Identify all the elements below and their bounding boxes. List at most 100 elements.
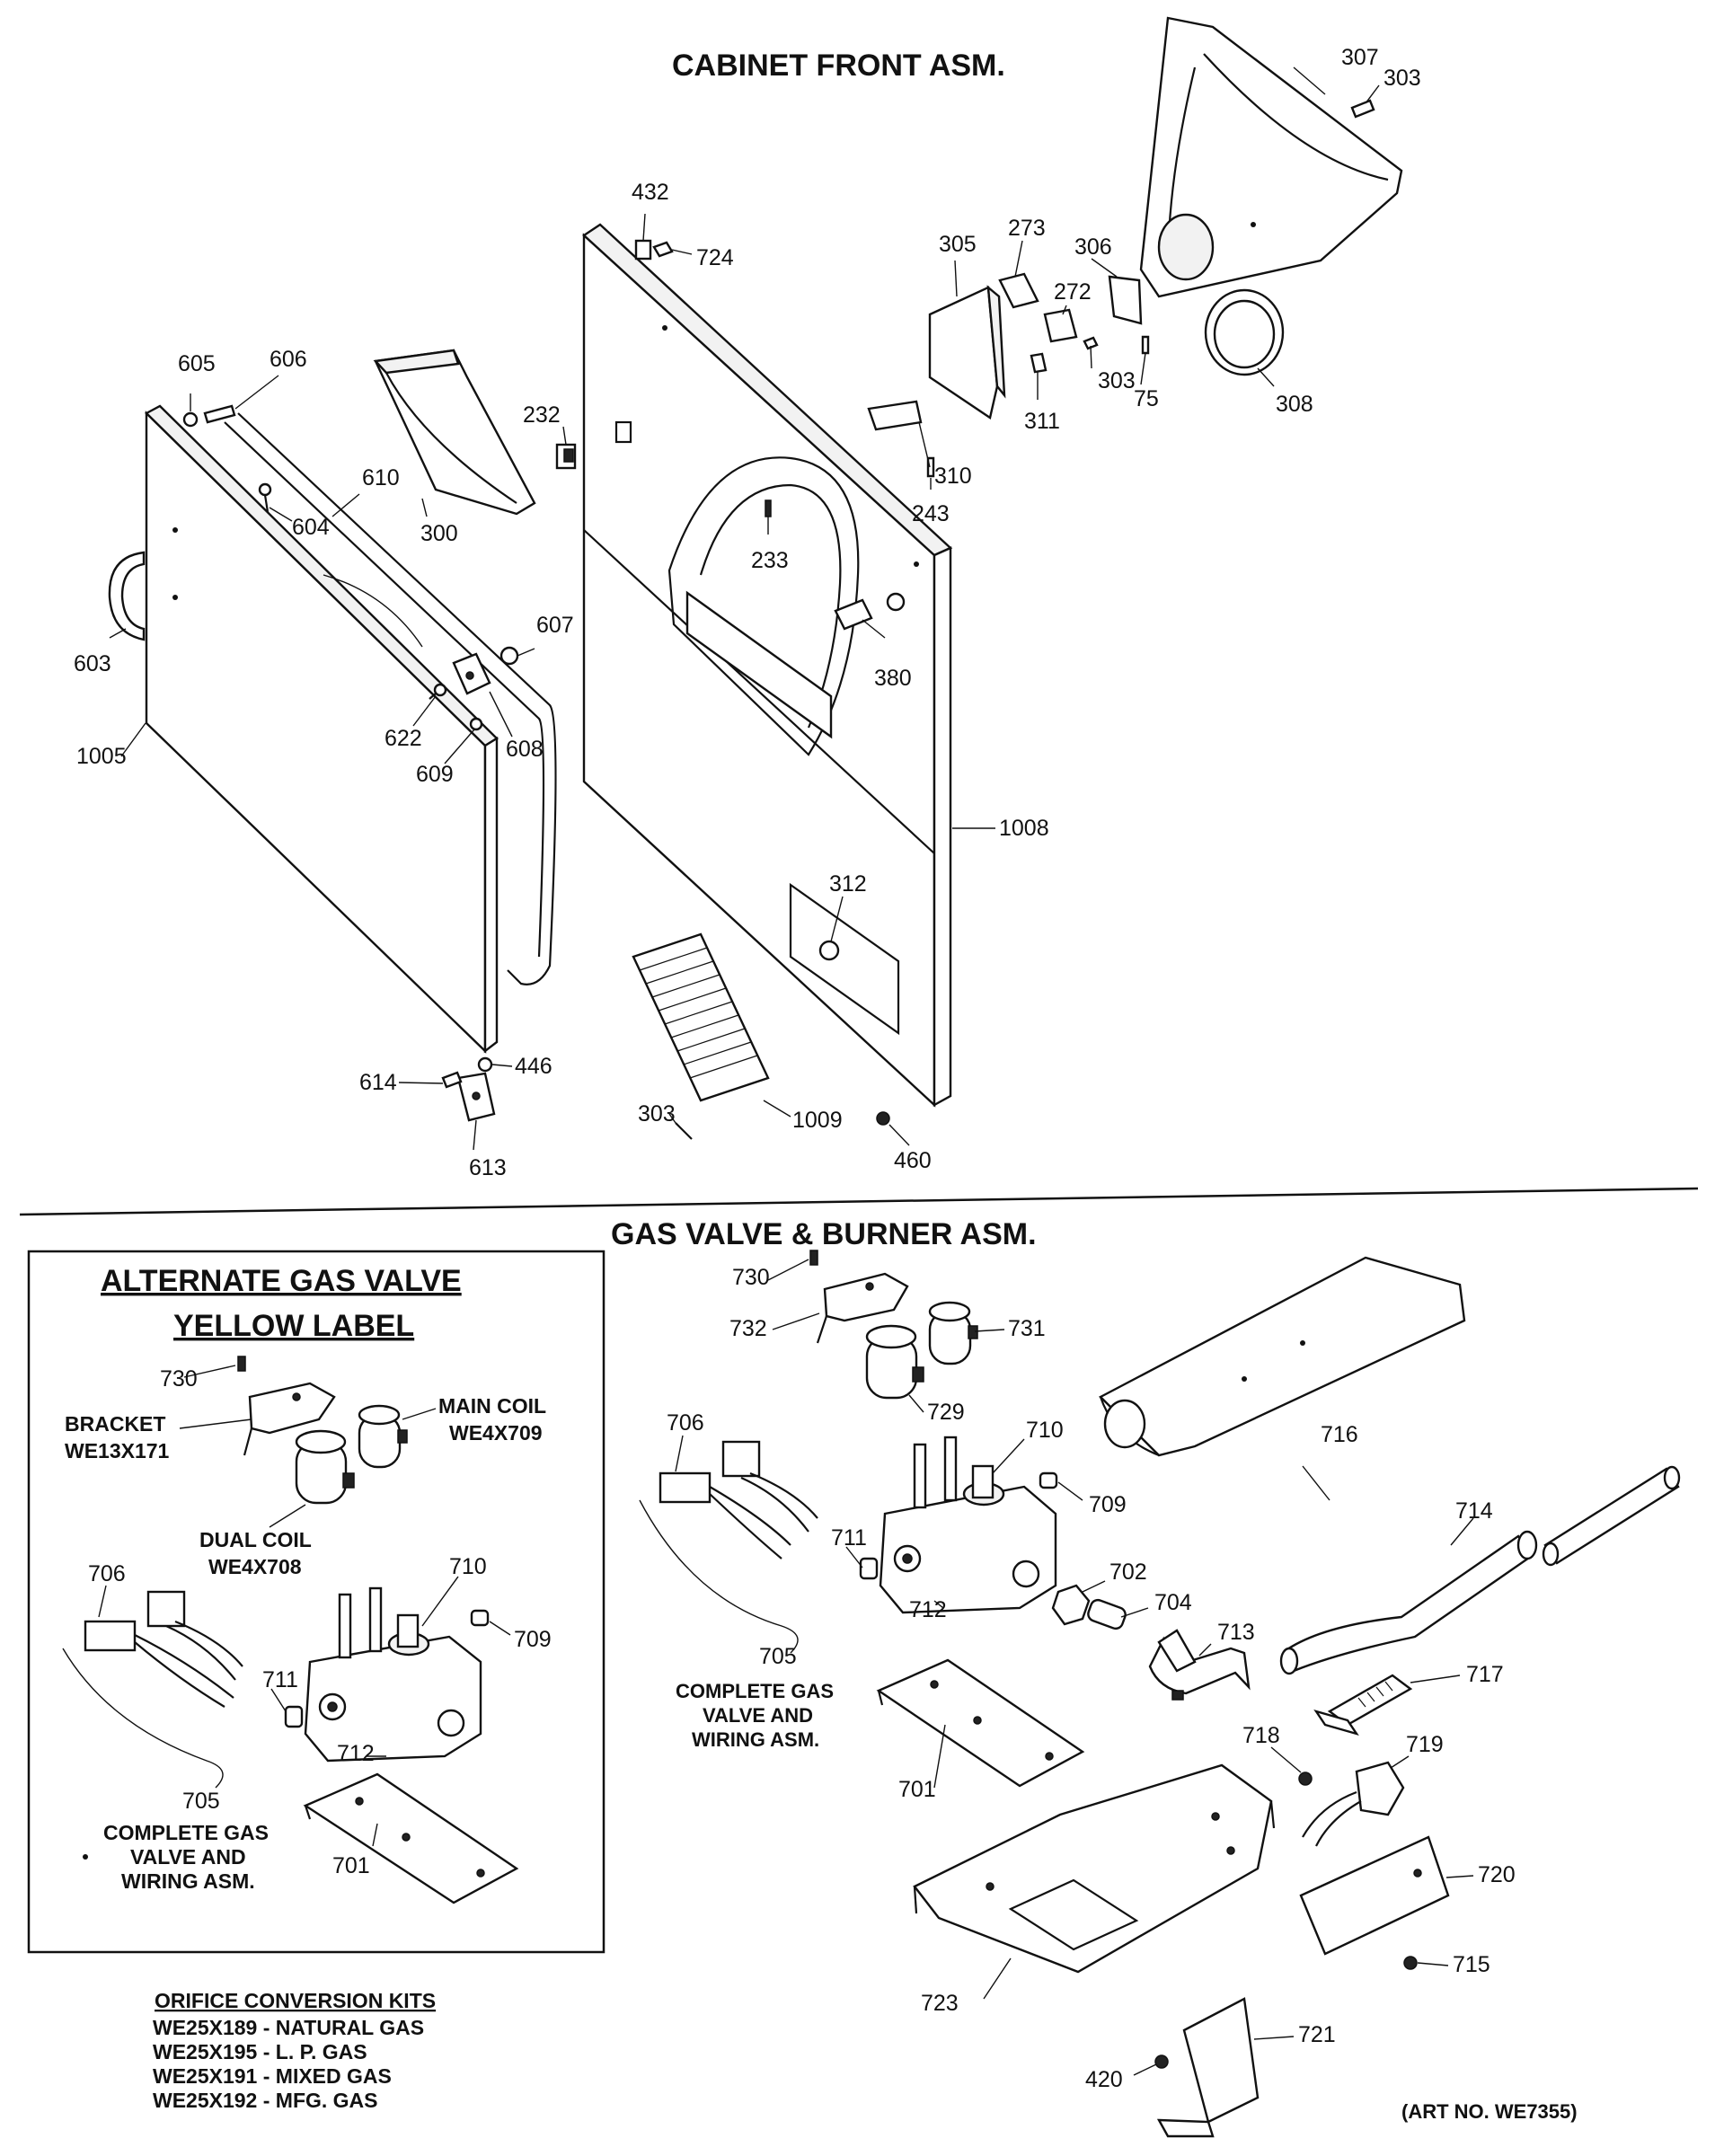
callout-711: 711 (831, 1525, 867, 1551)
screw-622 (429, 683, 447, 700)
callout-303-top: 303 (1383, 66, 1421, 91)
alt-screw-730 (237, 1356, 246, 1372)
callout-306: 306 (1074, 234, 1112, 260)
alt-valve-body (284, 1586, 490, 1763)
callout-614: 614 (359, 1070, 397, 1095)
callout-706: 706 (667, 1410, 704, 1436)
pin-606 (203, 404, 236, 424)
alt-bracket-label: BRACKET (65, 1412, 165, 1436)
alt-main-coil (358, 1404, 408, 1469)
complete-line1: COMPLETE GAS (676, 1680, 834, 1702)
callout-717: 717 (1466, 1662, 1504, 1687)
screw-303-top (1350, 99, 1375, 119)
alt-callout-705: 705 (182, 1789, 220, 1814)
cabinet-front-title: CABINET FRONT ASM. (672, 49, 1005, 83)
callout-305: 305 (939, 232, 977, 257)
burner-bracket-723 (913, 1763, 1276, 1974)
orifice-kit-4: WE25X192 - MFG. GAS (153, 2089, 378, 2112)
art-number: (ART NO. WE7355) (1401, 2100, 1578, 2123)
burner-tube-upper (1542, 1465, 1681, 1567)
alt-callout-730: 730 (160, 1366, 198, 1392)
seal-ring-308 (1204, 288, 1285, 376)
callout-303-mid: 303 (1098, 368, 1136, 393)
callout-310: 310 (934, 464, 972, 489)
orifice-kit-3: WE25X191 - MIXED GAS (153, 2064, 392, 2088)
callout-604: 604 (292, 515, 330, 540)
valve-body-712 (859, 1436, 1058, 1614)
callout-1008: 1008 (999, 816, 1049, 841)
wiring-harness-706 (639, 1440, 818, 1654)
alt-dual-coil (295, 1429, 355, 1505)
lint-duct-307 (1139, 16, 1403, 298)
callout-719: 719 (1406, 1732, 1444, 1757)
callout-622: 622 (385, 726, 422, 751)
bracket-306 (1108, 275, 1143, 325)
callout-432: 432 (632, 180, 669, 205)
screw-303-mid (1083, 336, 1099, 350)
callout-1005: 1005 (76, 744, 127, 769)
trim-310 (867, 400, 923, 431)
alt-complete-line2: VALVE AND (130, 1845, 246, 1869)
callout-613: 613 (469, 1155, 507, 1180)
callout-308: 308 (1276, 392, 1313, 417)
callout-718: 718 (1242, 1723, 1280, 1748)
alt-complete-line1: COMPLETE GAS (103, 1821, 269, 1844)
screw-460 (876, 1111, 890, 1126)
alt-callout-710: 710 (449, 1554, 487, 1579)
door-panel-1005 (144, 404, 557, 1054)
alt-callout-701: 701 (332, 1853, 370, 1878)
callout-380: 380 (874, 666, 912, 691)
alt-mounting-plate (303, 1772, 519, 1904)
plug-312 (818, 940, 840, 961)
clip-724 (652, 241, 674, 258)
orifice-kit-2: WE25X195 - L. P. GAS (153, 2040, 367, 2063)
screw-75 (1141, 335, 1150, 355)
alt-callout-706: 706 (88, 1561, 126, 1586)
clip-311 (1030, 352, 1048, 374)
callout-243: 243 (912, 501, 950, 526)
alt-box-title-line1: ALTERNATE GAS VALVE (101, 1264, 462, 1298)
screw-420 (1154, 2054, 1169, 2069)
callout-609: 609 (416, 762, 454, 787)
callout-701: 701 (898, 1777, 936, 1802)
callout-300: 300 (420, 521, 458, 546)
callout-272: 272 (1054, 279, 1092, 305)
bracket-273 (998, 272, 1039, 309)
callout-608: 608 (506, 737, 544, 762)
callout-712: 712 (909, 1597, 947, 1622)
door-handle-603 (108, 551, 146, 641)
cabinet-leader-lines (109, 66, 1380, 1151)
orifice-704 (1087, 1598, 1127, 1630)
section-divider (19, 1187, 1699, 1216)
orifice-kit-1: WE25X189 - NATURAL GAS (153, 2016, 424, 2039)
callout-723: 723 (921, 1991, 959, 2016)
alt-wiring-harness (62, 1590, 243, 1789)
callout-605: 605 (178, 351, 216, 376)
grille-1009 (632, 932, 770, 1102)
screw-718 (1298, 1772, 1313, 1786)
hinge-613 (456, 1072, 496, 1122)
coil-729 (865, 1324, 924, 1400)
burner-tube-714 (1279, 1530, 1538, 1675)
screw-614 (441, 1071, 463, 1089)
clip-432 (634, 239, 652, 261)
bracket-721 (1156, 1997, 1260, 2138)
screw-233 (765, 499, 772, 517)
bumper-607 (499, 646, 519, 666)
orifice-kits-heading: ORIFICE CONVERSION KITS (155, 1989, 436, 2012)
callout-603: 603 (74, 651, 111, 676)
callout-460: 460 (894, 1148, 932, 1173)
callout-1009: 1009 (792, 1108, 843, 1133)
callout-705: 705 (759, 1644, 797, 1669)
burner-shield-716 (1098, 1256, 1466, 1457)
control-panel-305 (928, 285, 1006, 420)
strike-609 (469, 717, 483, 731)
nut-702 (1051, 1584, 1091, 1626)
front-panel-1008 (582, 223, 953, 1108)
gas-valve-title: GAS VALVE & BURNER ASM. (611, 1217, 1037, 1251)
coil-731 (928, 1301, 978, 1365)
flame-sensor-719 (1302, 1761, 1405, 1847)
callout-607: 607 (536, 613, 574, 638)
callout-702: 702 (1109, 1560, 1147, 1585)
callout-721: 721 (1298, 2022, 1336, 2047)
